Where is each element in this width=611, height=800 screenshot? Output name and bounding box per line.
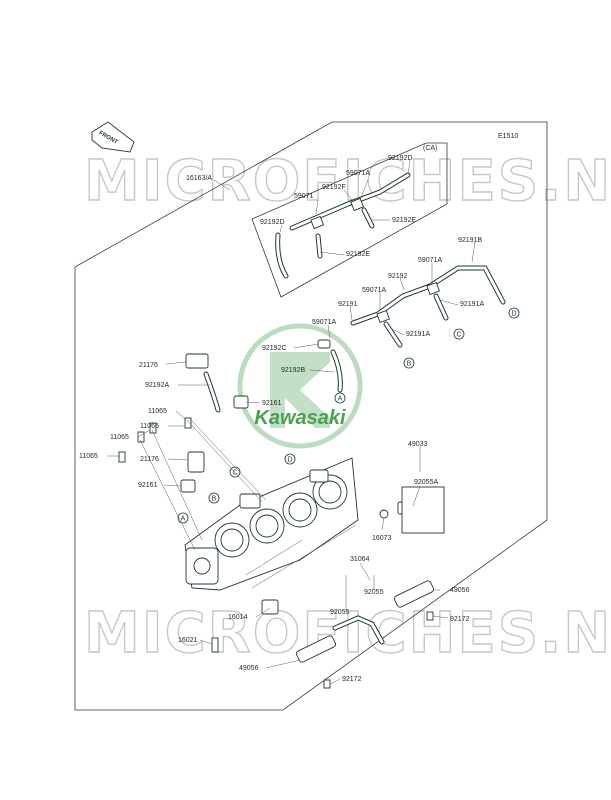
part-label: 59071A [312, 319, 336, 326]
part-label: 16014 [228, 614, 248, 621]
part-label: 92172 [342, 676, 362, 683]
svg-text:C: C [456, 332, 461, 339]
part-label: 49056 [239, 665, 259, 672]
part-label: 59071 [294, 193, 314, 200]
part-label: 11065 [140, 423, 159, 430]
svg-text:D: D [287, 457, 292, 464]
svg-text:B: B [407, 361, 412, 368]
vacuum-hose-group [317, 265, 506, 393]
part-label: 92192D [388, 155, 413, 162]
part-label: 92192F [322, 184, 346, 191]
part-label: 49033 [408, 441, 428, 448]
part-label: 31064 [350, 556, 370, 563]
part-label: 16163/A [186, 175, 212, 182]
part-label: 21176 [140, 456, 159, 463]
diagram-code: E1510 [498, 133, 518, 140]
callout-d-1: D [508, 307, 520, 319]
ca-hose-group [275, 172, 411, 279]
part-label: 59071A [362, 287, 386, 294]
part-label: 11065 [79, 453, 98, 460]
part-label: 92192A [145, 382, 169, 389]
part-label: 11065 [110, 434, 129, 441]
fuel-rail-parts [211, 486, 445, 689]
part-label: 49056 [450, 587, 470, 594]
part-label: 92161 [138, 482, 158, 489]
svg-text:D: D [511, 311, 516, 318]
part-label: 92055A [414, 479, 438, 486]
part-label: 92192 [388, 273, 408, 280]
part-label: 92191 [338, 301, 358, 308]
leader-lines [107, 159, 476, 685]
part-label: 92055 [330, 609, 350, 616]
assembly-frame [74, 121, 548, 711]
throttle-body-assembly [184, 457, 359, 591]
part-label: 59071A [418, 257, 442, 264]
callout-a-1: A [334, 392, 346, 404]
sensor-parts [118, 353, 267, 551]
part-label: 16021 [178, 637, 198, 644]
part-label: 92192E [392, 217, 416, 224]
svg-text:A: A [181, 516, 186, 523]
part-label: 92192C [262, 345, 287, 352]
part-label: 92192E [346, 251, 370, 258]
part-label: 92191A [460, 301, 484, 308]
svg-text:C: C [232, 470, 237, 477]
part-label: 92191B [458, 237, 482, 244]
part-label: 21176 [139, 362, 158, 369]
part-label: 11065 [148, 408, 167, 415]
part-label: 59071A [346, 170, 370, 177]
part-label: 92192B [281, 367, 305, 374]
part-label: 92161 [262, 400, 282, 407]
callout-a-2: A [177, 512, 189, 524]
callout-c-1: C [453, 328, 465, 340]
callout-d-2: D [284, 453, 296, 465]
svg-text:B: B [212, 496, 217, 503]
ca-variant-frame [251, 142, 448, 298]
part-label: 16073 [372, 535, 392, 542]
part-label: 92191A [406, 331, 430, 338]
svg-text:A: A [338, 396, 343, 403]
part-label: 92055 [364, 589, 384, 596]
part-label: 92192D [260, 219, 285, 226]
kawasaki-logo-text: Kawasaki [254, 407, 346, 429]
callout-b-2: B [208, 492, 220, 504]
callout-b-1: B [403, 357, 415, 369]
watermark-bottom: MICROFICHES.NET [84, 601, 611, 666]
kawasaki-logo: Kawasaki [237, 323, 363, 449]
variant-note: (CA) [423, 145, 437, 152]
part-label: 92172 [450, 616, 470, 623]
front-arrow-icon: FRONT [91, 121, 135, 153]
